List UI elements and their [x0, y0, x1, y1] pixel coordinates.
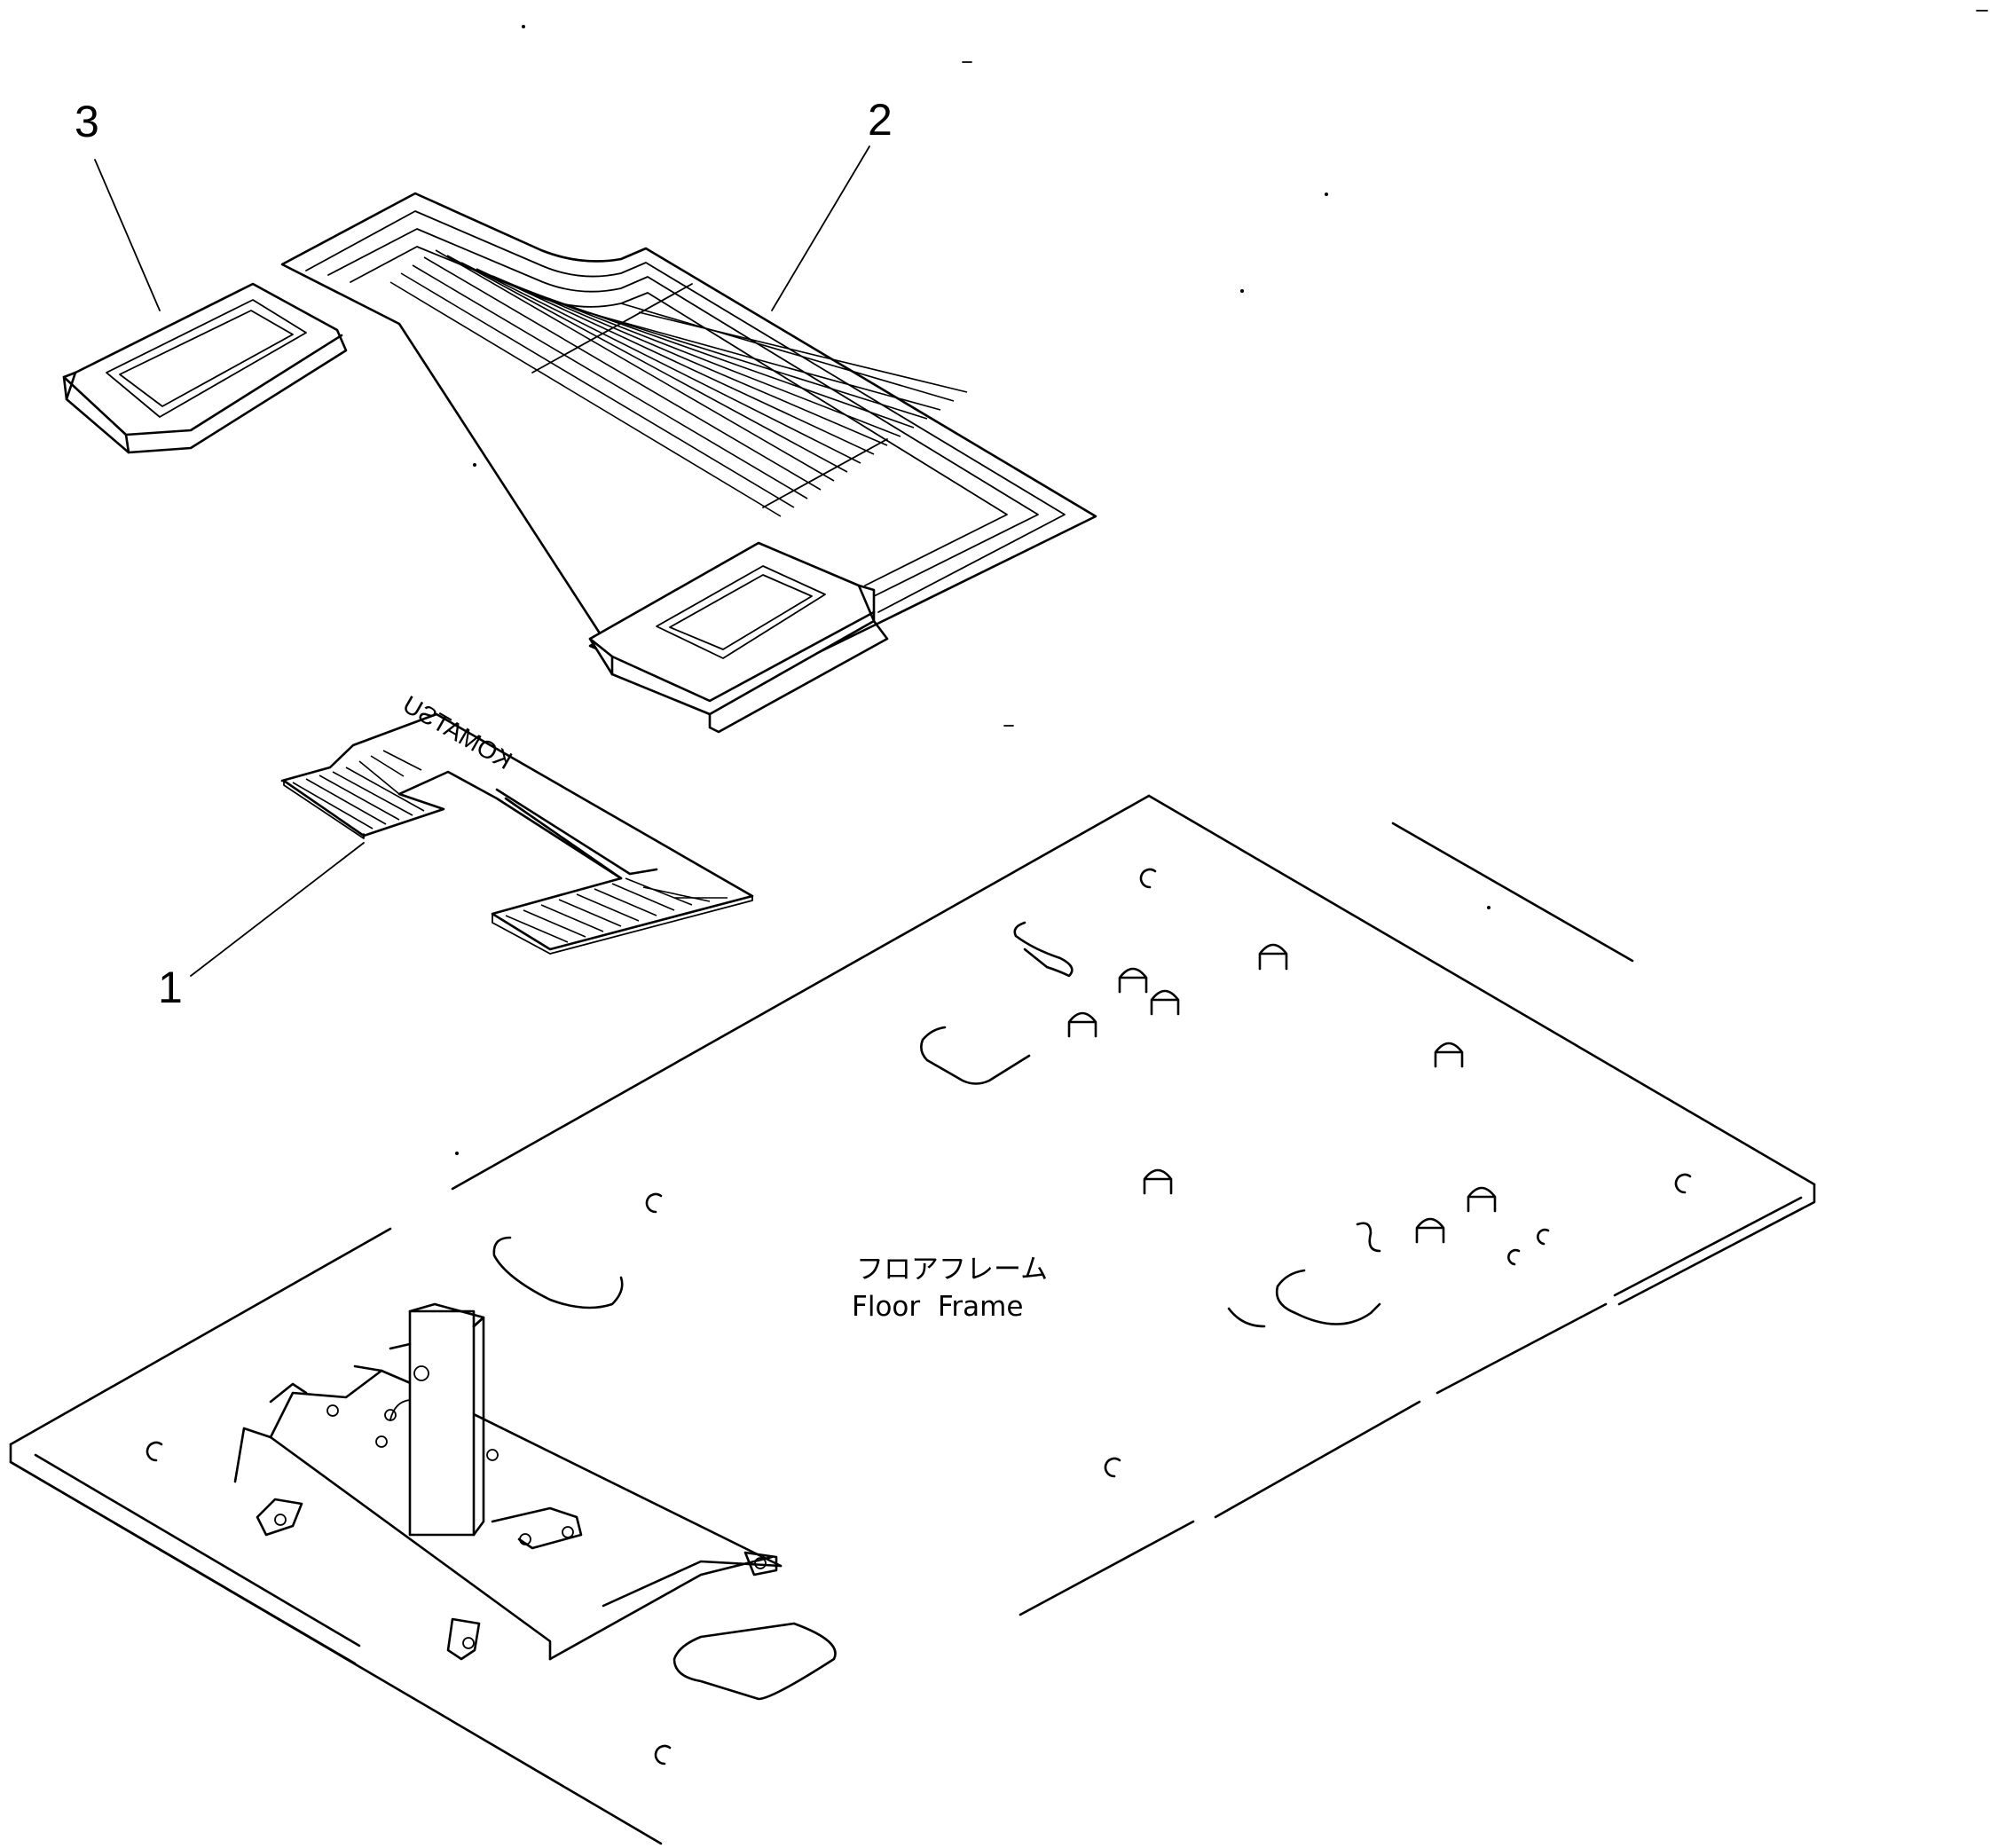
callout-3-number: 3: [75, 97, 99, 146]
floor-frame-bracket: [233, 1302, 783, 1661]
floor-frame-label-en: Floor Frame: [852, 1291, 1023, 1323]
callout-1: 1: [158, 842, 365, 1012]
floor-frame-holes: [146, 868, 1692, 1765]
part-1-komatsu-mat: KOMATSU: [280, 690, 754, 955]
floor-frame-label-jp: フロアフレーム: [856, 1254, 1048, 1286]
part-2-ribs: [389, 249, 968, 517]
part-3-foot-pad: [62, 282, 348, 454]
part-1-ribs: [292, 750, 728, 943]
callout-1-number: 1: [158, 963, 183, 1012]
floor-frame-arch-holes: [1067, 943, 1497, 1244]
callout-2-number: 2: [868, 95, 893, 145]
callout-3: 3: [75, 97, 161, 311]
floor-frame-c-holes: [146, 868, 1692, 1765]
scan-specks: [455, 10, 1988, 1155]
callout-2: 2: [771, 95, 893, 311]
callout-1-leader: [190, 842, 365, 977]
callout-3-leader: [94, 159, 161, 311]
callout-2-leader: [771, 145, 870, 311]
part-2-floor-mat: [280, 192, 1097, 734]
floor-frame: フロアフレーム Floor Frame: [9, 794, 1816, 1845]
